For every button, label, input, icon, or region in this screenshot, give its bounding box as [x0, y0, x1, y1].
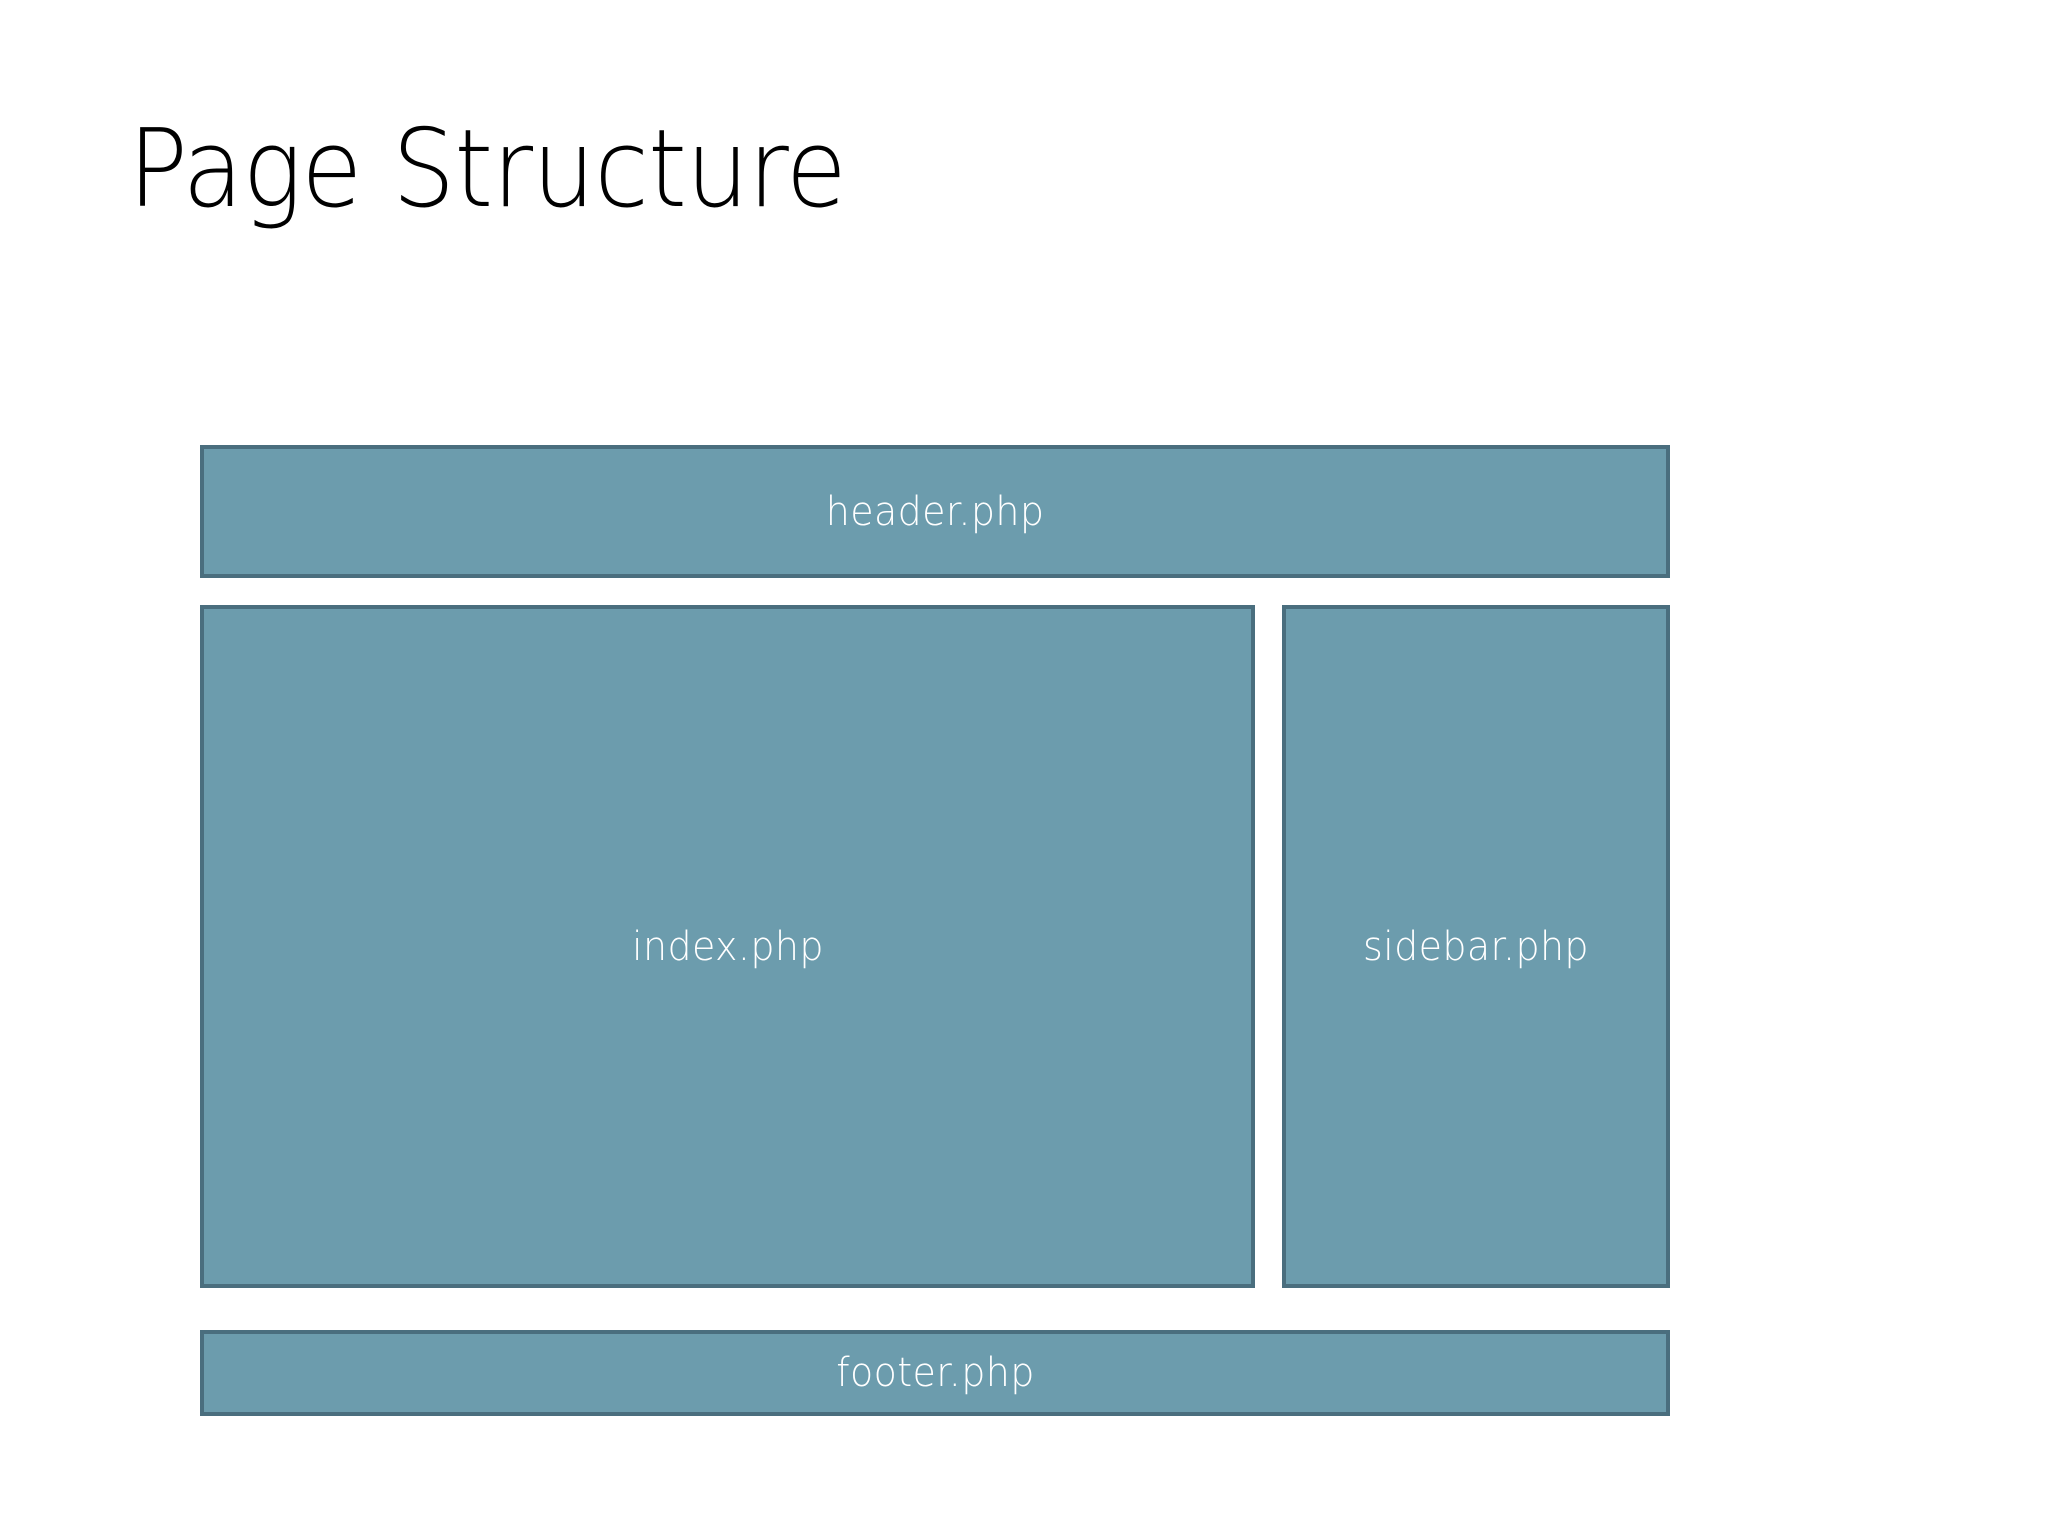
diagram-box-header[interactable]: header.php — [200, 445, 1670, 578]
diagram-box-header-label: header.php — [825, 488, 1045, 535]
diagram-box-index[interactable]: index.php — [200, 605, 1255, 1288]
diagram-box-footer[interactable]: footer.php — [200, 1330, 1670, 1416]
diagram-box-sidebar-label: sidebar.php — [1362, 923, 1589, 970]
diagram-box-sidebar[interactable]: sidebar.php — [1282, 605, 1670, 1288]
diagram-box-footer-label: footer.php — [835, 1350, 1035, 1396]
page-title: Page Structure — [128, 107, 847, 232]
diagram-box-index-label: index.php — [631, 923, 824, 970]
